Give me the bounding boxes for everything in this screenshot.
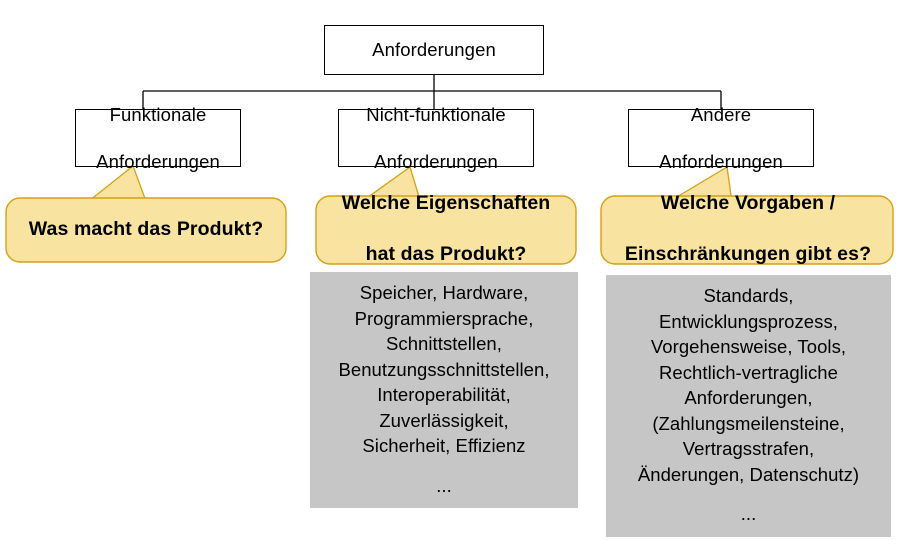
detail-line: Vertragsstrafen, (682, 438, 815, 460)
callout-body-andere (600, 195, 894, 265)
callout-bubble-nichtfunktionale (315, 166, 577, 265)
node-funktionale-label: Funktionale Anforderungen (76, 103, 240, 174)
node-andere-label-line1: Andere (690, 103, 752, 125)
details-panel-nicht-funktionale: Speicher, Hardware, Programmiersprache, … (310, 272, 578, 508)
callout-bubble-funktionale (5, 165, 287, 263)
node-funktionale-label-line1: Funktionale (109, 103, 207, 125)
detail-line: Anforderungen, (684, 387, 813, 409)
detail-line: Zuverlässigkeit, (379, 409, 509, 431)
node-andere-label: Andere Anforderungen (629, 103, 813, 174)
details-panel-andere: Standards, Entwicklungsprozess, Vorgehen… (606, 275, 891, 537)
detail-line: Schnittstellen, (386, 333, 502, 355)
detail-line: Sicherheit, Effizienz (362, 435, 526, 457)
detail-line: Programmiersprache, (354, 307, 534, 329)
detail-line: Entwicklungsprozess, (659, 310, 838, 332)
node-funktionale-label-line2: Anforderungen (96, 150, 220, 172)
node-anforderungen-root: Anforderungen (324, 25, 544, 75)
detail-line: Rechtlich-vertragliche (659, 361, 838, 383)
detail-line: Vorgehensweise, Tools, (650, 336, 847, 358)
callout-body-nichtfunktionale (315, 195, 577, 265)
node-nichtfunktionale-label-line2: Anforderungen (374, 150, 498, 172)
node-nichtfunktionale-label: Nicht-funktionale Anforderungen (339, 103, 533, 174)
node-andere-anforderungen: Andere Anforderungen (628, 104, 814, 172)
node-andere-label-line2: Anforderungen (659, 150, 783, 172)
detail-line: (Zahlungsmeilensteine, (652, 412, 845, 434)
node-root-label: Anforderungen (372, 39, 496, 61)
node-nichtfunktionale-label-line1: Nicht-funktionale (366, 103, 506, 125)
callout-bubble-andere (600, 166, 894, 265)
callout-body-funktionale (5, 197, 287, 263)
tree-connectors (142, 75, 722, 109)
detail-line: Benutzungsschnittstellen, (338, 358, 550, 380)
node-funktionale-anforderungen: Funktionale Anforderungen (75, 104, 241, 172)
detail-line: Interoperabilität, (377, 384, 511, 406)
detail-line: Änderungen, Datenschutz) (637, 463, 860, 485)
detail-line: Standards, (703, 285, 794, 306)
detail-ellipsis: ... (740, 503, 757, 525)
detail-ellipsis: ... (436, 474, 452, 496)
node-nicht-funktionale-anforderungen: Nicht-funktionale Anforderungen (338, 104, 534, 172)
detail-line: Speicher, Hardware, (359, 282, 529, 303)
